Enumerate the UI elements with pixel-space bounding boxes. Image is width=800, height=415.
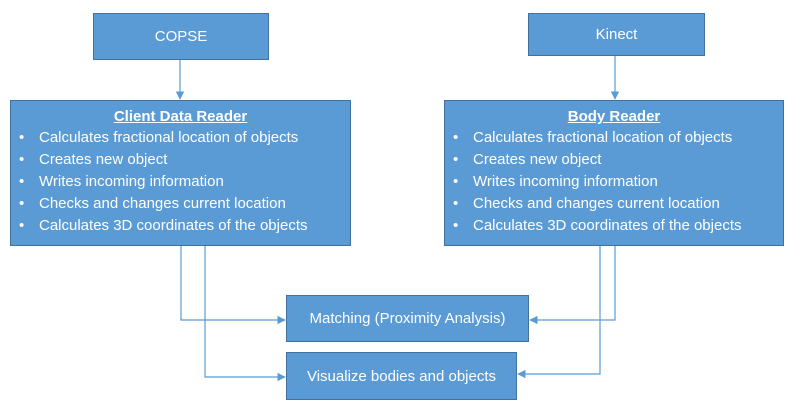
- bullet-icon: •: [19, 195, 25, 212]
- list-item: •Checks and changes current location: [451, 193, 777, 215]
- list-item: •Calculates 3D coordinates of the object…: [17, 215, 344, 237]
- bullet-icon: •: [19, 129, 25, 146]
- list-item: •Writes incoming information: [17, 171, 344, 193]
- copse-label: COPSE: [154, 28, 208, 45]
- bullet-icon: •: [453, 217, 459, 234]
- copse-node: COPSE: [93, 13, 269, 60]
- connector-body-reader-to-visualize: [517, 246, 601, 379]
- client-data-reader-list: •Calculates fractional location of objec…: [17, 127, 344, 237]
- list-item: •Calculates 3D coordinates of the object…: [451, 215, 777, 237]
- list-item: •Creates new object: [451, 149, 777, 171]
- body-reader-list: •Calculates fractional location of objec…: [451, 127, 777, 237]
- matching-node: Matching (Proximity Analysis): [286, 295, 529, 342]
- body-reader-title: Body Reader: [567, 108, 661, 125]
- client-data-reader-title: Client Data Reader: [113, 108, 248, 125]
- body-reader-node: Body Reader •Calculates fractional locat…: [444, 100, 784, 246]
- list-item: •Calculates fractional location of objec…: [17, 127, 344, 149]
- bullet-icon: •: [453, 173, 459, 190]
- visualize-label: Visualize bodies and objects: [306, 367, 497, 385]
- list-item: •Writes incoming information: [451, 171, 777, 193]
- kinect-label: Kinect: [595, 26, 638, 43]
- kinect-node: Kinect: [528, 13, 705, 56]
- connector-body-reader-to-matching: [529, 246, 616, 325]
- matching-label: Matching (Proximity Analysis): [309, 310, 506, 327]
- visualize-node: Visualize bodies and objects: [286, 352, 517, 400]
- client-data-reader-node: Client Data Reader •Calculates fractiona…: [10, 100, 351, 246]
- list-item: •Calculates fractional location of objec…: [451, 127, 777, 149]
- bullet-icon: •: [19, 217, 25, 234]
- connector-client-data-reader-to-visualize: [204, 246, 286, 382]
- list-item: •Creates new object: [17, 149, 344, 171]
- bullet-icon: •: [453, 195, 459, 212]
- bullet-icon: •: [19, 173, 25, 190]
- bullet-icon: •: [19, 151, 25, 168]
- connector-client-data-reader-to-matching: [180, 246, 286, 325]
- bullet-icon: •: [453, 129, 459, 146]
- list-item: •Checks and changes current location: [17, 193, 344, 215]
- bullet-icon: •: [453, 151, 459, 168]
